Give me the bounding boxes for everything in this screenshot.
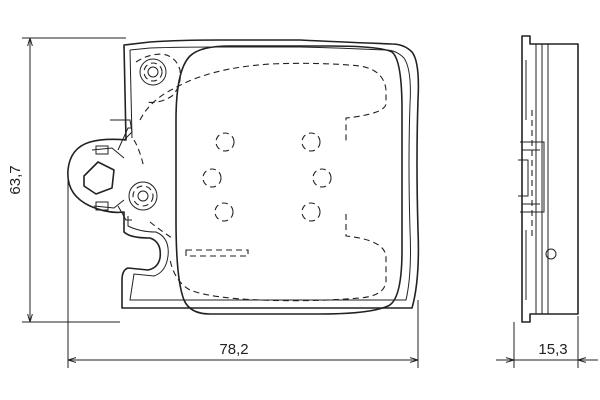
- hole: [312, 168, 332, 188]
- spring-clip: [83, 119, 133, 221]
- side-outer: [521, 35, 579, 323]
- hidden-slot: [185, 249, 249, 257]
- width-label: 78,2: [219, 341, 248, 358]
- side-hole: [545, 248, 557, 260]
- height-label: 63,7: [7, 165, 24, 194]
- pad-hole-pattern: [202, 132, 332, 222]
- hole: [215, 132, 235, 152]
- hole: [214, 202, 234, 222]
- dimension-height: 63,7: [7, 37, 126, 323]
- hole: [301, 202, 321, 222]
- hidden-contour-top: [135, 53, 181, 103]
- dimension-width: 78,2: [67, 180, 419, 368]
- hidden-contour-left: [133, 139, 173, 239]
- front-view: [67, 39, 420, 315]
- rivet-top: [139, 58, 167, 86]
- dimension-thickness: 15,3: [496, 316, 598, 368]
- backing-plate-outline: [67, 39, 420, 309]
- rivet-lower: [128, 181, 158, 211]
- thickness-label: 15,3: [538, 341, 567, 358]
- friction-pad: [175, 45, 403, 315]
- hidden-contour-lower: [169, 214, 387, 302]
- hole: [202, 168, 222, 188]
- backing-plate-inner: [127, 46, 411, 301]
- hidden-contour-outer: [139, 62, 387, 142]
- hole: [301, 132, 321, 152]
- side-view: [518, 35, 579, 323]
- side-clip: [518, 141, 545, 213]
